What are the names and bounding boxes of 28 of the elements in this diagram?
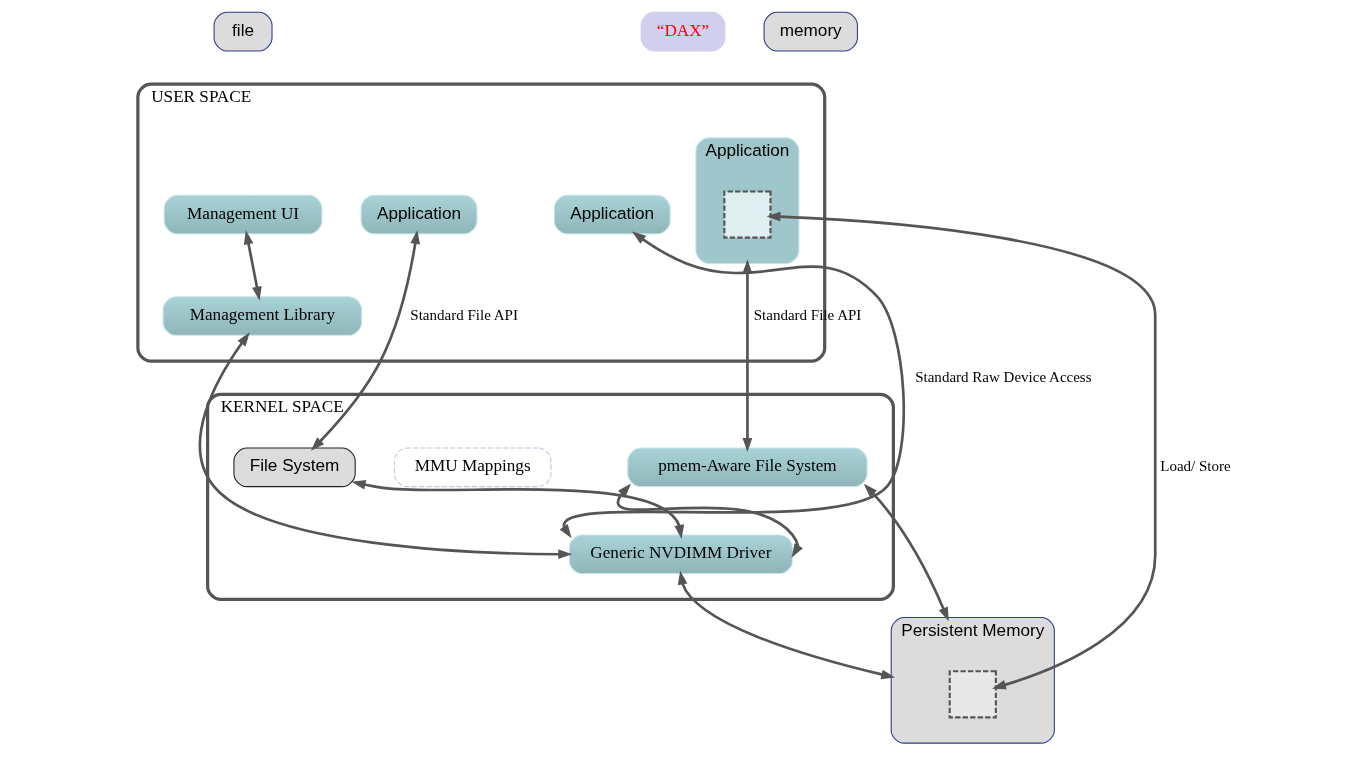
arrow (198, 332, 572, 560)
node-box: file (213, 11, 273, 52)
cluster: Application (694, 137, 799, 264)
node-box: Application (553, 194, 671, 235)
arrow (863, 483, 949, 622)
node-box: Management Library (162, 296, 362, 336)
arrow (765, 211, 1157, 690)
node-box (948, 670, 997, 719)
cluster: Persistent Memory (890, 617, 1055, 744)
node-box: MMU Mappings (393, 447, 552, 488)
arrow (243, 230, 262, 301)
edge-label: Standard Raw Device Access (914, 368, 1092, 385)
node-box: Management UI (163, 194, 322, 235)
node-box (722, 190, 772, 239)
node-box: Generic NVDIMM Driver (568, 534, 793, 575)
arrow (310, 230, 420, 451)
arrow (351, 479, 684, 539)
arrow (677, 570, 895, 680)
edge-label: Standard File API (409, 306, 518, 323)
node-box: pmem-Aware File System (626, 447, 868, 488)
arrow (616, 483, 803, 558)
edge-label: Load/ Store (1159, 458, 1231, 475)
arrow (742, 259, 752, 452)
node-box: memory (763, 11, 858, 52)
node-box: “DAX” (640, 11, 725, 52)
arrow (559, 231, 905, 539)
node-box: File System (232, 447, 356, 488)
node-box: Application (360, 194, 478, 235)
